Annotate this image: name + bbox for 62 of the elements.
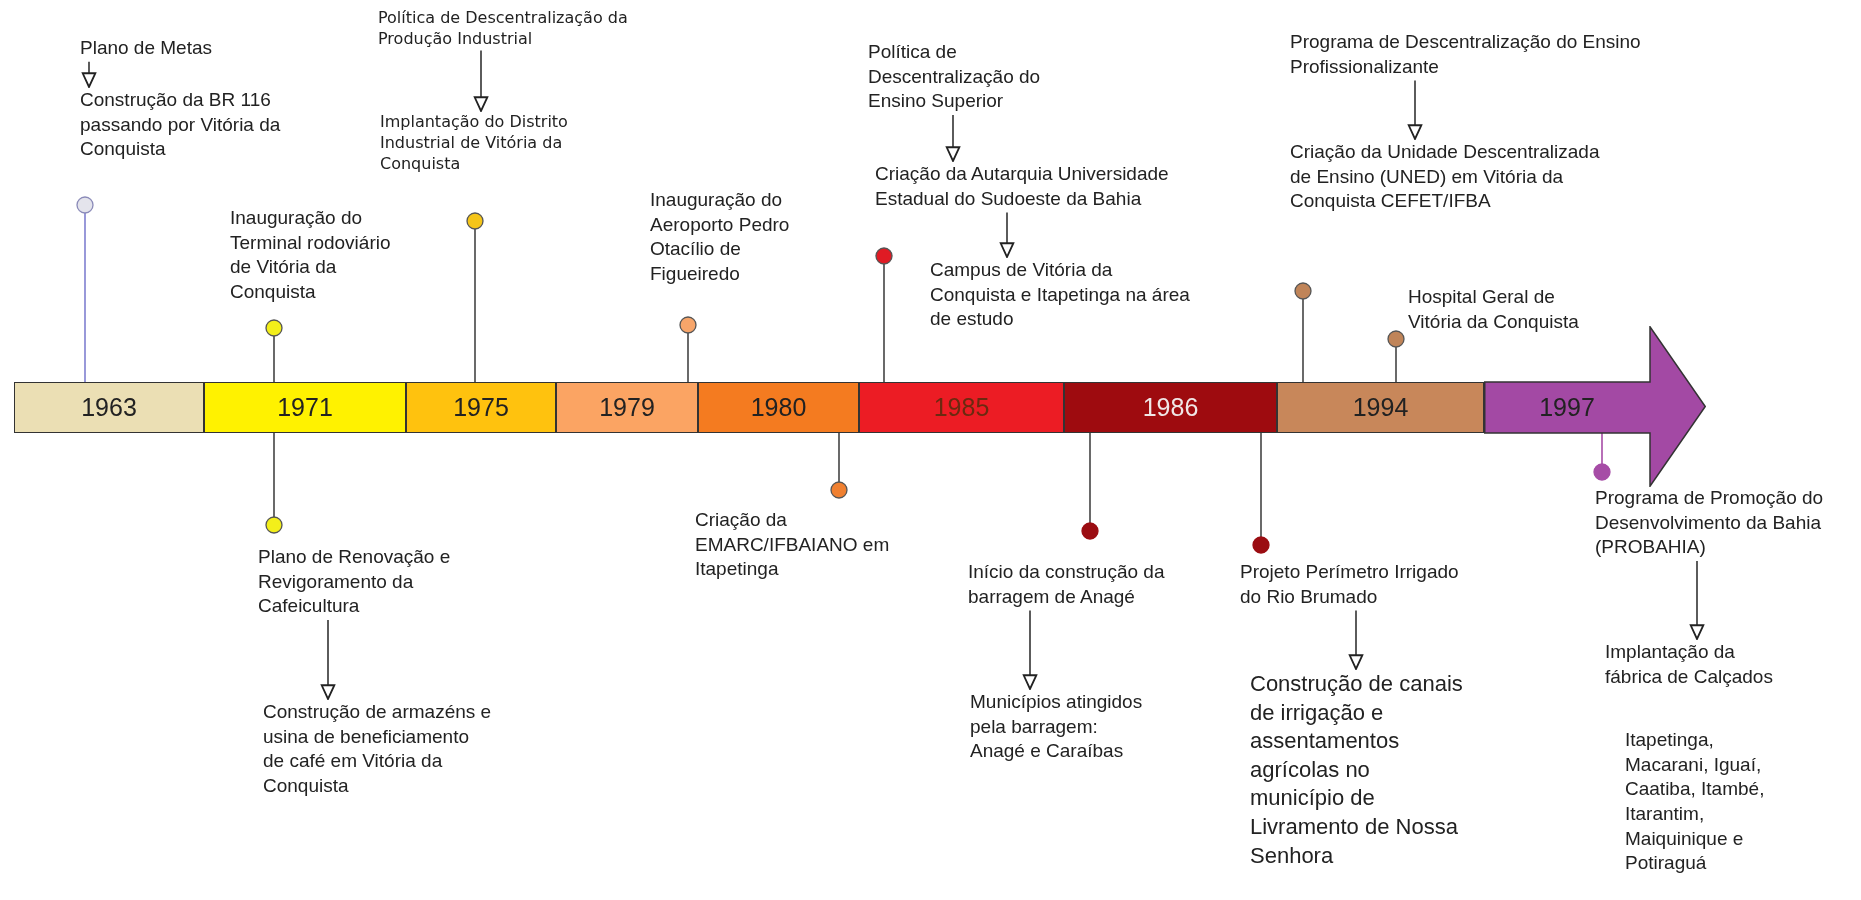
pin-stem <box>1302 298 1304 383</box>
event-text: Política de Descentralização do Ensino Superior <box>868 40 1078 115</box>
down-arrow <box>1689 560 1705 640</box>
pin-circle <box>1252 536 1270 554</box>
event-text: Inauguração do Aeroporto Pedro Otacílio de Figueiredo <box>650 188 791 287</box>
down-arrow <box>473 49 489 112</box>
year-segment: 1985 <box>859 382 1064 433</box>
down-arrow <box>999 211 1015 258</box>
event-text: Plano de Metas <box>80 36 380 61</box>
event-text: Construção de canais de irrigação e assentamentos agrícolas no município de Livramento de Nossa Senhora <box>1250 670 1470 871</box>
pin-circle <box>679 316 697 334</box>
down-arrow <box>1022 609 1038 690</box>
pin-circle <box>1081 522 1099 540</box>
pin-circle <box>1593 463 1611 481</box>
pin-circle <box>265 319 283 337</box>
pin-stem <box>273 335 275 383</box>
year-segment: 1980 <box>698 382 859 433</box>
down-arrow <box>1348 609 1364 670</box>
event-text: Construção da BR 116 passando por Vitória da Conquista <box>80 88 290 163</box>
pin-circle <box>830 481 848 499</box>
pin-stem <box>1601 432 1603 465</box>
pin-stem <box>1260 432 1262 538</box>
down-arrow <box>81 60 97 88</box>
down-arrow <box>1407 79 1423 140</box>
pin-stem <box>474 228 476 383</box>
pin-stem <box>273 432 275 518</box>
event-text: Plano de Renovação e Revigoramento da Cafeicultura <box>258 545 458 620</box>
event-text: Construção de armazéns e usina de beneficiamento de café em Vitória da Conquista <box>263 700 493 799</box>
event-text: Implantação da fábrica de Calçados <box>1605 640 1795 690</box>
event-text: Criação da Unidade Descentralizada de Ensino (UNED) em Vitória da Conquista CEFET/IFBA <box>1290 140 1620 215</box>
pin-stem <box>838 432 840 483</box>
down-arrow <box>320 619 336 700</box>
event-text: Programa de Descentralização do Ensino Profissionalizante <box>1290 30 1670 80</box>
event-text: Criação da EMARC/IFBAIANO em Itapetinga <box>695 508 891 582</box>
pin-circle <box>265 516 283 534</box>
year-segment: 1971 <box>204 382 406 433</box>
event-text: Projeto Perímetro Irrigado do Rio Brumado <box>1240 560 1470 610</box>
year-segment: 1979 <box>556 382 698 433</box>
pin-circle <box>76 196 94 214</box>
event-text: Implantação do Distrito Industrial de Vitória da Conquista <box>380 112 610 175</box>
down-arrow <box>945 114 961 162</box>
pin-stem <box>84 212 86 383</box>
pin-circle <box>1294 282 1312 300</box>
pin-stem <box>1089 432 1091 524</box>
event-text: Municípios atingidos pela barragem: Anagé e Caraíbas <box>970 690 1155 765</box>
year-segment: 1994 <box>1277 382 1484 433</box>
event-text: Inauguração do Terminal rodoviário de Vitória da Conquista <box>230 206 392 305</box>
pin-circle <box>466 212 484 230</box>
pin-stem <box>1395 346 1397 383</box>
year-segment: 1963 <box>14 382 204 433</box>
event-text: Início da construção da barragem de Anagé <box>968 560 1168 610</box>
event-text: Campus de Vitória da Conquista e Itapetinga na área de estudo <box>930 258 1195 333</box>
event-text: Programa de Promoção do Desenvolvimento da Bahia (PROBAHIA) <box>1595 486 1830 561</box>
pin-circle <box>1387 330 1405 348</box>
event-text: Política de Descentralização da Produção Industrial <box>378 8 648 50</box>
pin-circle <box>875 247 893 265</box>
event-text: Itapetinga, Macarani, Iguaí, Caatiba, Itambé, Itarantim, Maiquinique e Potiraguá <box>1625 728 1766 876</box>
event-text: Criação da Autarquia Universidade Estadual do Sudoeste da Bahia <box>875 162 1205 212</box>
year-segment: 1986 <box>1064 382 1277 433</box>
pin-stem <box>883 263 885 383</box>
pin-stem <box>687 332 689 383</box>
year-segment: 1975 <box>406 382 556 433</box>
